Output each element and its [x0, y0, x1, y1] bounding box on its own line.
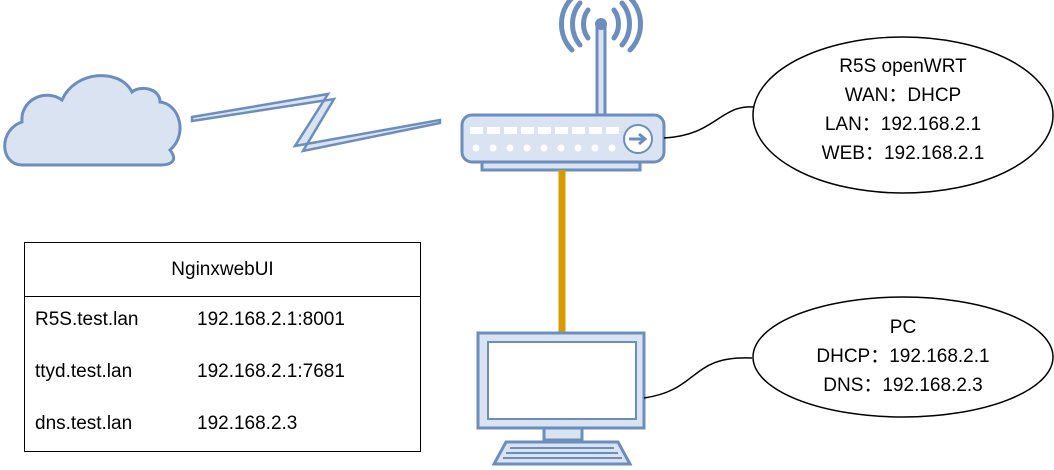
table-row-host: dns.test.lan	[35, 413, 133, 434]
router-info-bubble	[752, 36, 1054, 194]
pc-callout-connector	[643, 357, 753, 399]
router-info-lan: LAN：192.168.2.1	[824, 114, 982, 135]
cloud-icon	[3, 74, 182, 167]
pc-info-text: PC DHCP：192.168.2.1 DNS：192.168.2.3	[790, 313, 1016, 400]
table-row-address: 192.168.2.1:8001	[197, 309, 345, 330]
table-row: dns.test.lan 192.168.2.3	[25, 401, 420, 453]
router-icon	[460, 0, 666, 172]
proxy-table-title: NginxwebUI	[25, 243, 420, 297]
table-row-address: 192.168.2.3	[197, 413, 298, 434]
router-info-text: R5S openWRT WAN：DHCP LAN：192.168.2.1 WEB…	[790, 52, 1016, 168]
table-row-host: R5S.test.lan	[35, 309, 139, 330]
table-row-host: ttyd.test.lan	[35, 361, 133, 382]
table-row-address: 192.168.2.1:7681	[197, 361, 345, 382]
router-info-title: R5S openWRT	[839, 56, 967, 77]
table-row: R5S.test.lan 192.168.2.1:8001	[25, 297, 420, 349]
pc-info-title: PC	[889, 317, 917, 338]
wireless-link-icon	[190, 92, 442, 153]
pc-icon	[476, 331, 646, 466]
proxy-table: NginxwebUI R5S.test.lan 192.168.2.1:8001…	[24, 242, 421, 452]
table-row: ttyd.test.lan 192.168.2.1:7681	[25, 349, 420, 401]
pc-info-bubble	[752, 296, 1054, 418]
router-callout-connector	[663, 106, 763, 139]
router-info-wan: WAN：DHCP	[844, 85, 962, 106]
router-info-web: WEB：192.168.2.1	[821, 143, 985, 164]
pc-info-dns: DNS：192.168.2.3	[823, 375, 983, 396]
pc-info-dhcp: DHCP：192.168.2.1	[816, 346, 990, 367]
